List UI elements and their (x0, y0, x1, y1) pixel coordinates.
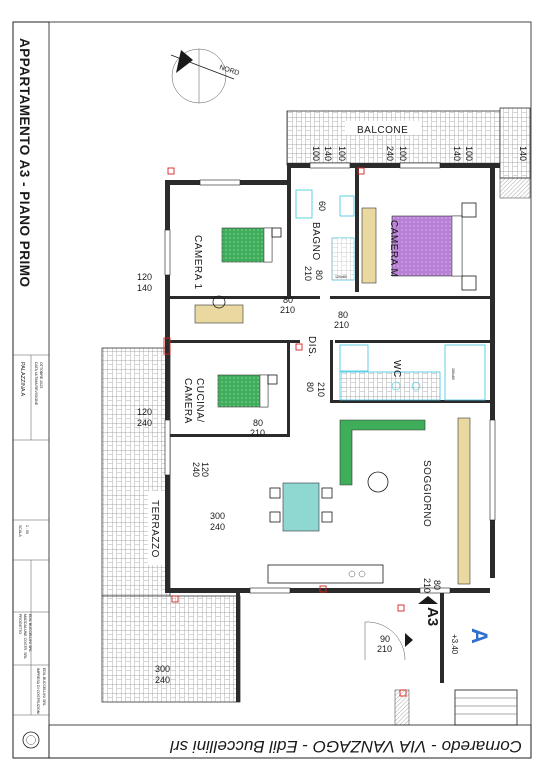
svg-text:100: 100 (311, 146, 321, 161)
room-soggiorno: SOGGIORNO (421, 460, 432, 527)
date-label: OTTOBRE 2023 (39, 362, 43, 388)
right-stair-hatch (499, 107, 531, 179)
developer-name: MADDALUNE COSTR. SRL (23, 614, 27, 659)
dim-ter-240: 240 (210, 522, 225, 532)
building-label: PALAZZINA A (19, 362, 25, 396)
unit-id: A3 (424, 607, 441, 626)
unit-marker: A3 +3.40 A (405, 596, 492, 655)
dim-lower-240: 240 (155, 675, 170, 685)
room-camera-m: CAMERA M (388, 220, 399, 277)
firm-name: EDIL BUCCELLINI SRL (28, 614, 32, 652)
dim-lower-300: 300 (155, 664, 170, 674)
developer-label: PROGETTO (18, 614, 22, 634)
dim-bagno-60: 60 (317, 201, 327, 211)
armchair (367, 471, 389, 493)
dim-ter-300: 300 (210, 511, 225, 521)
dim-stair-210: 210 (377, 644, 392, 654)
scale-label: SCALA (18, 525, 22, 537)
room-camera-1: CAMERA 1 (192, 235, 203, 290)
svg-text:240: 240 (385, 146, 395, 161)
location-text: Cornaredo - VIA VANZAGO - Edil Buccellin… (169, 737, 522, 756)
svg-text:100: 100 (337, 146, 347, 161)
shower-wc-size: 160x80 (451, 368, 455, 380)
dim-sog-120: 120 (200, 462, 210, 477)
location-strip: Cornaredo - VIA VANZAGO - Edil Buccellin… (48, 724, 532, 759)
cucina-bed (217, 374, 278, 408)
balcone-dimensions: 100 140 100 240 100 140 100 140 (311, 146, 528, 161)
kitchen-counter (267, 564, 384, 584)
dim-cam1-140: 140 (137, 283, 152, 293)
dim-cuc-door-210: 210 (250, 428, 265, 438)
balcone-area: BALCONE (286, 110, 502, 166)
bagno-fixtures: 120x80 (295, 189, 355, 281)
dim-wc-door-80: 80 (305, 382, 315, 392)
logo-seal (22, 731, 40, 749)
unit-elevation: +3.40 (450, 634, 459, 655)
svg-text:100: 100 (398, 146, 408, 161)
dim-entry-80: 80 (432, 580, 442, 590)
dim-door-a-80: 80 (283, 295, 293, 305)
svg-text:140: 140 (518, 146, 528, 161)
room-dis: DIS. (306, 336, 317, 357)
svg-text:100: 100 (464, 146, 474, 161)
stair-area (236, 592, 518, 726)
camera-m-bed (391, 202, 477, 291)
title-block: APPARTAMENTO A3 - PIANO PRIMO PALAZZINA … (12, 21, 50, 759)
room-cucina-2: CAMERA (182, 378, 193, 424)
north-label: NORD (218, 64, 240, 77)
room-cucina: CUCINA/ (194, 378, 205, 423)
dim-wc-door-210: 210 (316, 382, 326, 397)
room-wc: WC (391, 360, 402, 378)
unit-block: A (467, 628, 492, 644)
dining-table (282, 482, 320, 532)
shower-bagno-size: 120x80 (335, 275, 347, 279)
dim-cuc-240: 240 (137, 418, 152, 428)
sofa (339, 419, 426, 486)
contractor-name: EDIL BUCCELLINI SRL (42, 668, 46, 706)
svg-text:140: 140 (452, 146, 462, 161)
north-arrow-icon: NORD (170, 48, 240, 104)
section-marker-icon (418, 596, 438, 604)
terrazzo-area: TERRAZZO (101, 347, 241, 703)
date-note: DATA ULTIMA REVISIONE (34, 362, 38, 406)
dim-bagno-door-210: 210 (303, 266, 313, 281)
room-terrazzo: TERRAZZO (149, 500, 160, 558)
wc-fixtures: 160x80 (339, 344, 486, 401)
living-cabinet (457, 417, 471, 585)
dim-bagno-door-80: 80 (314, 270, 324, 280)
dim-cuc-120: 120 (137, 407, 152, 417)
dim-stair-90: 90 (380, 634, 390, 644)
scale-value: 1 : 50 (25, 525, 29, 534)
room-balcone: BALCONE (357, 125, 408, 136)
sheet-title: APPARTAMENTO A3 - PIANO PRIMO (17, 38, 32, 288)
camera-m-wardrobe (361, 207, 377, 284)
red-markers (163, 167, 407, 697)
apartment-walls (164, 162, 500, 594)
dim-cam1-120: 120 (137, 272, 152, 282)
contractor-label: IMPRESA DI COSTRUZIONI (36, 668, 40, 714)
dim-entry-210: 210 (422, 578, 432, 593)
camera-1-bed (221, 227, 282, 263)
dim-door-a-210: 210 (280, 305, 295, 315)
dim-sog-240: 240 (191, 462, 201, 477)
dim-door-b-80: 80 (338, 310, 348, 320)
camera-1-desk (194, 304, 244, 324)
dim-cuc-door-80: 80 (253, 418, 263, 428)
dim-door-b-210: 210 (334, 320, 349, 330)
svg-text:140: 140 (323, 146, 333, 161)
room-bagno: BAGNO (310, 222, 321, 261)
